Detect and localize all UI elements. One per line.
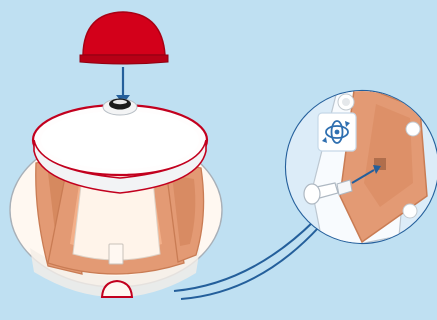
rotate-3d-icon — [318, 113, 356, 151]
